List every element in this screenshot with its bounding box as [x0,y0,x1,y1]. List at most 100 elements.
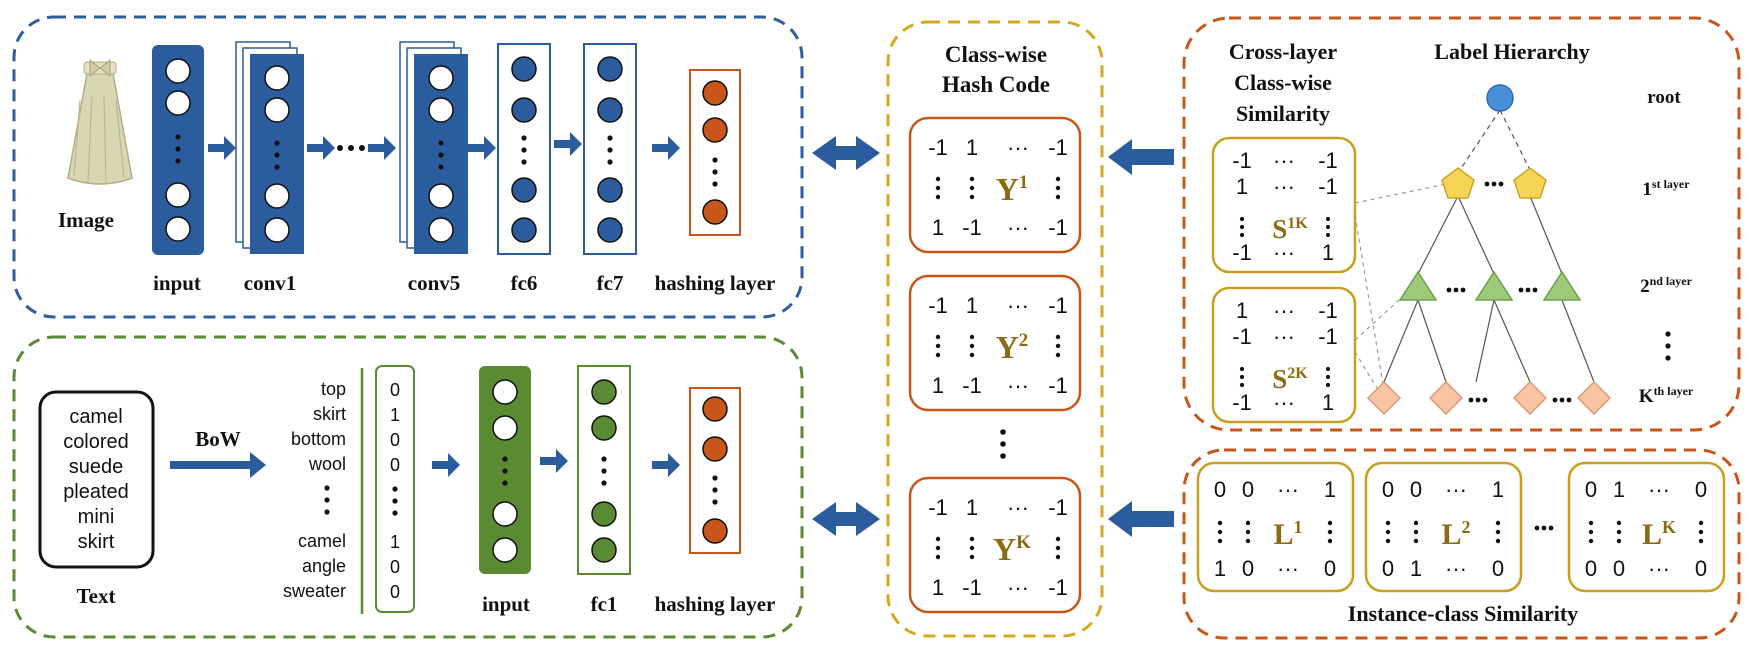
root-node [1486,84,1514,112]
vdot [1616,529,1622,535]
matrix-cell: -1 [928,135,948,160]
vdot [1385,538,1391,544]
image-arrows [208,132,680,160]
vdot [935,536,941,542]
vdot [1616,520,1622,526]
vdot [1698,520,1704,526]
matrix-cell: 1 [1236,298,1248,323]
similarity-matrix-frame [1211,286,1357,424]
instance-class-frame [1182,448,1741,640]
image-layer-label-fc7: fc7 [597,271,624,295]
vdot [1325,374,1331,380]
vdot [1588,529,1594,535]
text-hashing-neuron [702,436,728,462]
matrix-cell: 1 [1324,477,1336,502]
text-line: skirt [78,531,115,553]
fc1-neuron [591,415,617,441]
vdot [935,194,941,200]
matrix-cell: -1 [1318,148,1338,173]
fc7-neuron [597,217,623,243]
vdot [1055,343,1061,349]
text-layer-label-hashing: hashing layer [655,592,776,616]
matrix-cell: -1 [1048,575,1068,600]
matrix-cell: -1 [1318,324,1338,349]
vdot [1217,538,1223,544]
matrix-tree-connectors [1354,181,1457,394]
vdot [521,135,527,141]
matrix-cell: ··· [1273,298,1295,323]
bow-vector-dots [392,486,398,516]
vdot [712,499,718,505]
vdot [601,456,607,462]
matrix-cell: ··· [1445,477,1467,502]
vdot [1325,366,1331,372]
vdot [969,194,975,200]
hash-code-title-2: Hash Code [942,72,1050,97]
matrix-cell: -1 [1048,495,1068,520]
vdot [935,176,941,182]
matrix-cell: 0 [1613,556,1625,581]
matrix-cell: 1 [966,293,978,318]
vdot [969,352,975,358]
matrix-cell: -1 [1232,390,1252,415]
hash-matrix-frame [908,274,1082,412]
vdot [1239,382,1245,388]
fc7-neuron [597,177,623,203]
vdot [935,554,941,560]
hash-matrix-symbol: Y2 [996,329,1029,365]
bow-value: 0 [390,380,400,400]
matrix-cell: -1 [1048,135,1068,160]
vdot [1327,538,1333,544]
vdot [712,487,718,493]
vdot [1616,538,1622,544]
matrix-cell: 1 [1214,556,1226,581]
vdot [1413,520,1419,526]
text-line: mini [78,506,115,528]
matrix-cell: ··· [1445,556,1467,581]
matrix-cell: 1 [932,575,944,600]
image-layer-label-input: input [153,271,201,295]
matrix-cell: 1 [1613,477,1625,502]
fc6-neuron [511,56,537,82]
hash-code-frame [886,20,1104,638]
tree-ellipses [1446,181,1671,403]
conv5-neuron [428,97,454,123]
vdot [1055,334,1061,340]
vdot [969,185,975,191]
vdot [502,468,508,474]
text-lines: camel colored suede pleated mini skirt [63,406,129,553]
conv5-neuron [428,217,454,243]
image-layer-label-fc6: fc6 [511,271,538,295]
vdot [607,159,613,165]
skirt-image [67,58,133,185]
vdot [1325,382,1331,388]
matrix-cell: ··· [1007,373,1029,398]
level-label-1: 1st layer [1642,177,1690,200]
vdot [1217,520,1223,526]
text-input-neuron [492,379,518,405]
matrix-cell: 1 [1322,390,1334,415]
layer1-nodes [1441,167,1547,199]
vocab-word: sweater [283,581,346,601]
vdot [1239,216,1245,222]
matrix-cell: 0 [1324,556,1336,581]
instance-matrix-symbol: L2 [1441,517,1470,551]
hash-matrix-frame [908,116,1082,254]
bow-value: 1 [390,532,400,552]
vocab-word: top [321,379,346,399]
vdot [1055,194,1061,200]
hash-matrix-frame [908,476,1082,614]
conv1-neuron [264,183,290,209]
matrix-cell: ··· [1007,495,1029,520]
vdot [521,159,527,165]
bow-value: 0 [390,557,400,577]
vdot [969,176,975,182]
fc6-neuron [511,97,537,123]
vdot [1413,538,1419,544]
vocab-word: camel [298,531,346,551]
vdot [1245,538,1251,544]
vdot [438,140,444,146]
vdot [601,480,607,486]
